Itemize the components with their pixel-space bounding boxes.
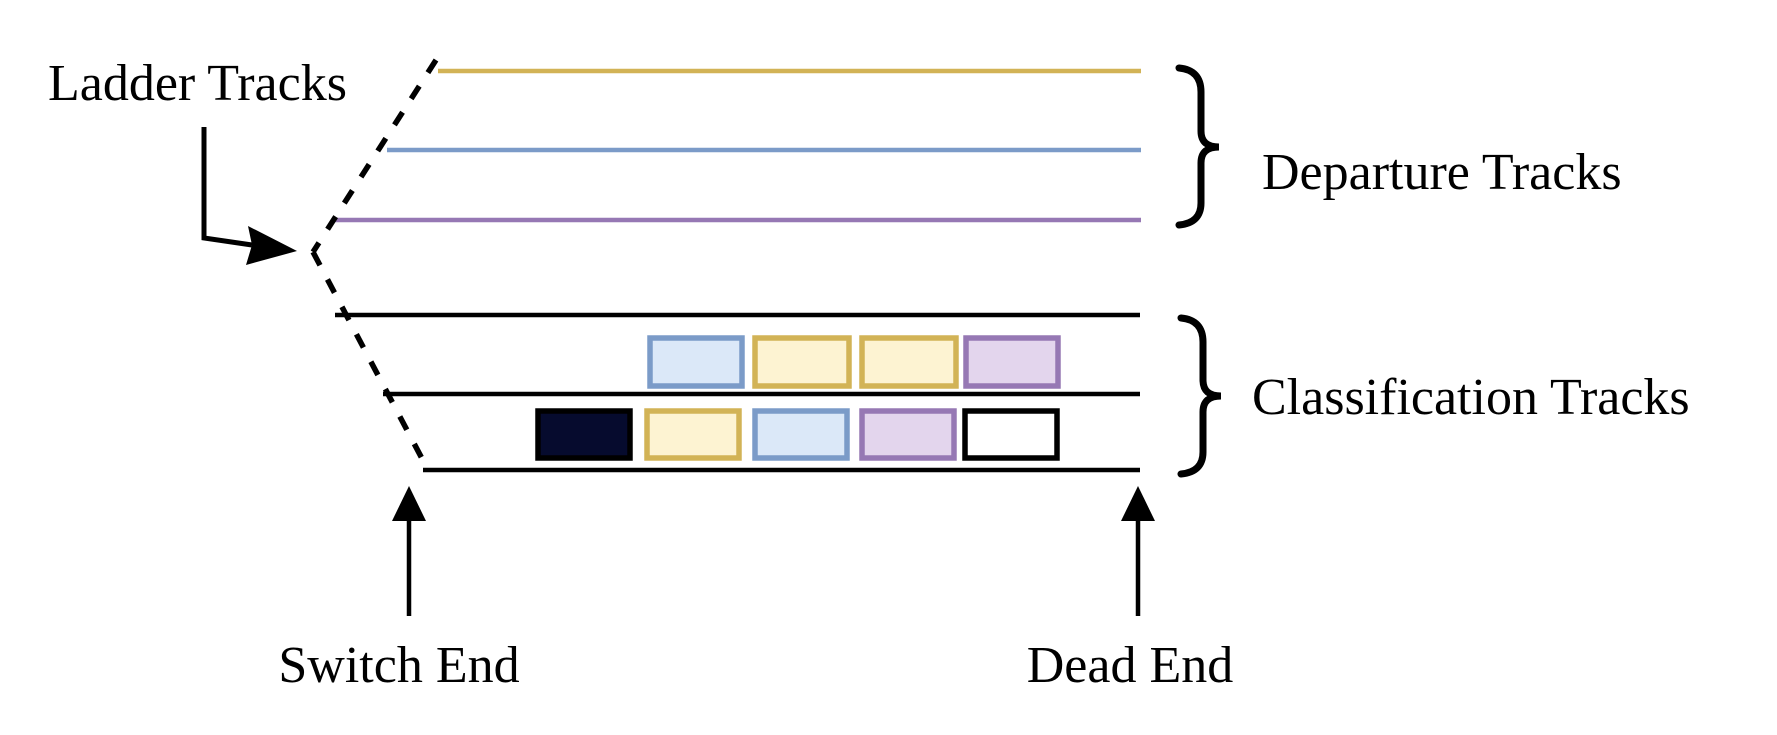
railcar-light-blue [647, 335, 745, 389]
railcar-white [962, 408, 1060, 461]
switch-end-arrow [392, 486, 426, 616]
departure-tracks-brace [1175, 64, 1220, 229]
dead-end-arrow [1121, 486, 1155, 616]
classification-tracks-label: Classification Tracks [1252, 369, 1690, 426]
switch-end-arrow-head-icon [392, 486, 426, 521]
ladder-dash-lower-segment [310, 250, 430, 470]
dead-end-label: Dead End [1027, 637, 1233, 694]
middle-track-railcars [647, 335, 1061, 389]
bottom-track-railcars [535, 408, 1060, 461]
railcar-yellow [644, 408, 742, 461]
railcar-dark-navy [535, 408, 633, 461]
railcar-light-blue [752, 408, 850, 461]
ladder-arrow-head-icon [246, 226, 297, 265]
ladder-dash-upper-segment [310, 58, 439, 254]
dead-end-arrow-head-icon [1121, 486, 1155, 521]
ladder-track-dashed-line [310, 58, 439, 470]
railcar-yellow [859, 335, 959, 389]
ladder-tracks-pointer-arrow [201, 127, 297, 265]
switch-end-label: Switch End [278, 637, 519, 694]
ladder-tracks-label: Ladder Tracks [48, 55, 347, 112]
classification-tracks-brace [1177, 314, 1222, 478]
departure-tracks-label: Departure Tracks [1262, 144, 1622, 201]
railcar-yellow [752, 335, 852, 389]
railcar-purple [963, 335, 1061, 389]
railcar-purple [859, 408, 957, 461]
ladder-arrow-elbow-line [201, 127, 253, 248]
